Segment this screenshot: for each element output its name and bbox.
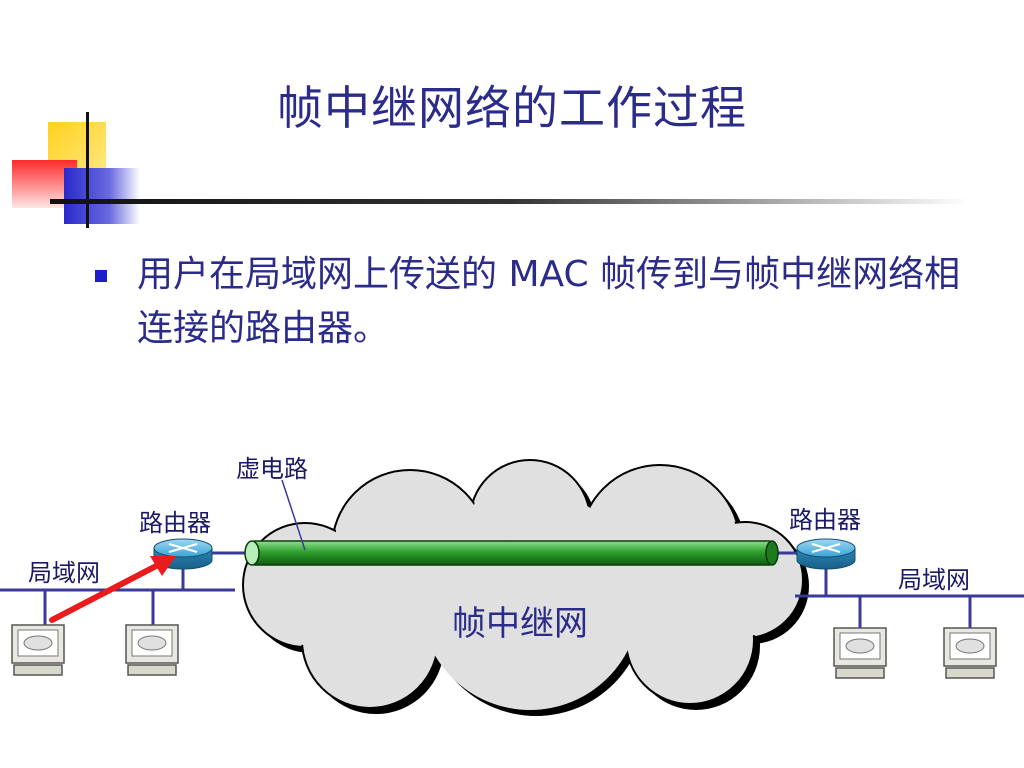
virtual-circuit-pointer xyxy=(281,479,306,551)
lan-right-label: 局域网 xyxy=(898,566,970,594)
bullet-icon xyxy=(95,270,107,282)
virtual-circuit-pipe xyxy=(244,540,779,566)
router-right-label: 路由器 xyxy=(789,506,861,534)
bullet-text: 用户在局域网上传送的 MAC 帧传到与帧中继网络相连接的路由器。 xyxy=(137,254,961,349)
workstation-icon xyxy=(11,624,65,676)
frame-relay-network-label: 帧中继网 xyxy=(452,604,588,644)
workstation-icon xyxy=(125,624,179,676)
page-title: 帧中继网络的工作过程 xyxy=(277,81,747,135)
vertical-rule-decoration xyxy=(86,112,89,228)
router-icon xyxy=(796,538,856,570)
workstation-icon xyxy=(943,627,997,679)
blue-square-decoration xyxy=(64,168,140,224)
router-icon xyxy=(153,538,213,570)
router-left-label: 路由器 xyxy=(139,509,211,537)
bullet-item: 用户在局域网上传送的 MAC 帧传到与帧中继网络相连接的路由器。 xyxy=(95,248,975,356)
frame-relay-cloud xyxy=(242,459,809,716)
virtual-circuit-label: 虚电路 xyxy=(236,455,308,483)
workstation-icon xyxy=(833,627,887,679)
horizontal-rule-decoration xyxy=(50,199,970,204)
red-arrow-icon xyxy=(49,556,176,623)
lan-left-label: 局域网 xyxy=(28,559,100,587)
